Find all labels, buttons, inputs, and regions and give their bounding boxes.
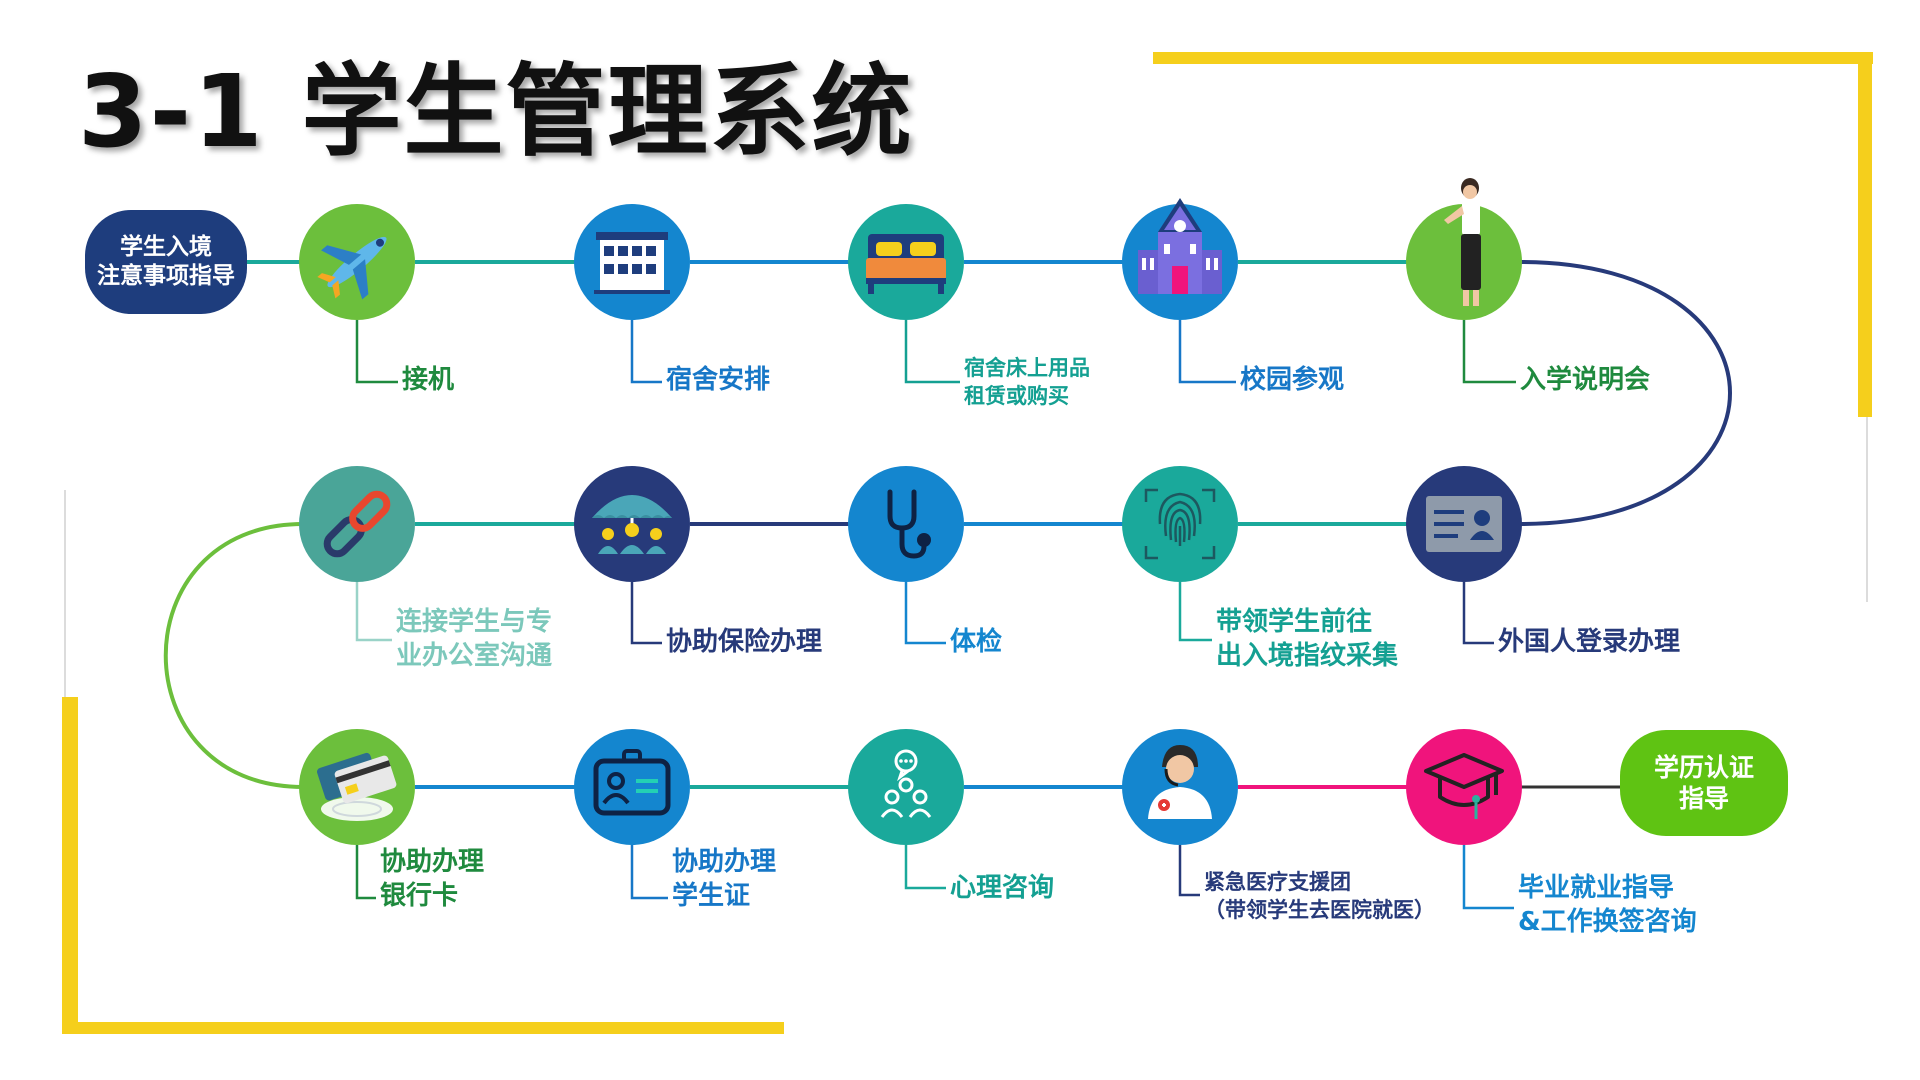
- step-label-counseling: 心理咨询: [950, 873, 1055, 903]
- leader-line: [1462, 320, 1516, 384]
- leader-line: [355, 582, 392, 642]
- career-node: [1406, 729, 1522, 845]
- leader-line: [1178, 320, 1236, 384]
- start-pill: 学生入境 注意事项指导: [85, 210, 247, 314]
- leader-line: [904, 845, 946, 890]
- fingerprint-node: [1122, 466, 1238, 582]
- step-label-dorm: 宿舍安排: [666, 365, 771, 395]
- step-label-tour: 校园参观: [1240, 365, 1345, 395]
- leader-line: [355, 320, 398, 384]
- graduation-cap-icon: [1406, 729, 1522, 845]
- leader-line: [904, 582, 946, 645]
- orientation-node: [1406, 178, 1522, 320]
- bank-card-icon: [299, 729, 415, 845]
- step-label-student-id: 协助办理 学生证: [672, 847, 777, 911]
- presenter-icon: [1406, 178, 1522, 320]
- doctor-icon: [1122, 729, 1238, 845]
- link-icon: [299, 466, 415, 582]
- umbrella-icon: [574, 466, 690, 582]
- bedding-node: [848, 204, 964, 320]
- page-title: 3-1 学生管理系统: [78, 53, 914, 170]
- counseling-node: [848, 729, 964, 845]
- insurance-node: [574, 466, 690, 582]
- checkup-node: [848, 466, 964, 582]
- leader-line: [904, 320, 960, 384]
- registration-node: [1406, 466, 1522, 582]
- bed-icon: [848, 204, 964, 320]
- step-label-pickup: 接机: [402, 365, 455, 395]
- leader-line: [1178, 845, 1200, 897]
- connector: [1519, 260, 1732, 526]
- end-pill: 学历认证 指导: [1620, 730, 1788, 836]
- chat-people-icon: [848, 729, 964, 845]
- connector: [163, 522, 304, 789]
- leader-line: [630, 845, 668, 900]
- connect-node: [299, 466, 415, 582]
- dorm-node: [574, 204, 690, 320]
- step-label-registration: 外国人登录办理: [1498, 627, 1681, 657]
- airplane-icon: [299, 204, 415, 320]
- leader-line: [1178, 582, 1212, 642]
- step-label-orientation: 入学说明会: [1520, 365, 1651, 395]
- step-label-fingerprint: 带领学生前往 出入境指纹采集: [1216, 607, 1399, 671]
- step-label-bank: 协助办理 银行卡: [380, 847, 485, 911]
- decorative-frame: [62, 52, 1873, 1034]
- leader-line: [1462, 582, 1494, 645]
- step-label-bedding: 宿舍床上用品 租赁或购买: [964, 356, 1090, 409]
- badge-icon: [574, 729, 690, 845]
- medical-node: [1122, 729, 1238, 845]
- step-label-medical: 紧急医疗支援团 （带领学生去医院就医）: [1204, 870, 1435, 923]
- stethoscope-icon: [848, 466, 964, 582]
- pickup-node: [299, 204, 415, 320]
- leader-line: [1462, 845, 1514, 910]
- leader-line: [355, 845, 376, 900]
- step-label-career: 毕业就业指导 &工作换签咨询: [1518, 873, 1697, 937]
- school-icon: [1122, 198, 1238, 320]
- fingerprint-icon: [1122, 466, 1238, 582]
- step-label-connect: 连接学生与专 业办公室沟通: [396, 607, 553, 671]
- step-label-checkup: 体检: [950, 627, 1003, 657]
- student-id-node: [574, 729, 690, 845]
- id-card-icon: [1406, 466, 1522, 582]
- tour-node: [1122, 198, 1238, 320]
- leader-line: [630, 582, 662, 645]
- building-icon: [574, 204, 690, 320]
- leader-line: [630, 320, 662, 384]
- bank-node: [299, 729, 415, 845]
- step-label-insurance: 协助保险办理: [666, 627, 823, 657]
